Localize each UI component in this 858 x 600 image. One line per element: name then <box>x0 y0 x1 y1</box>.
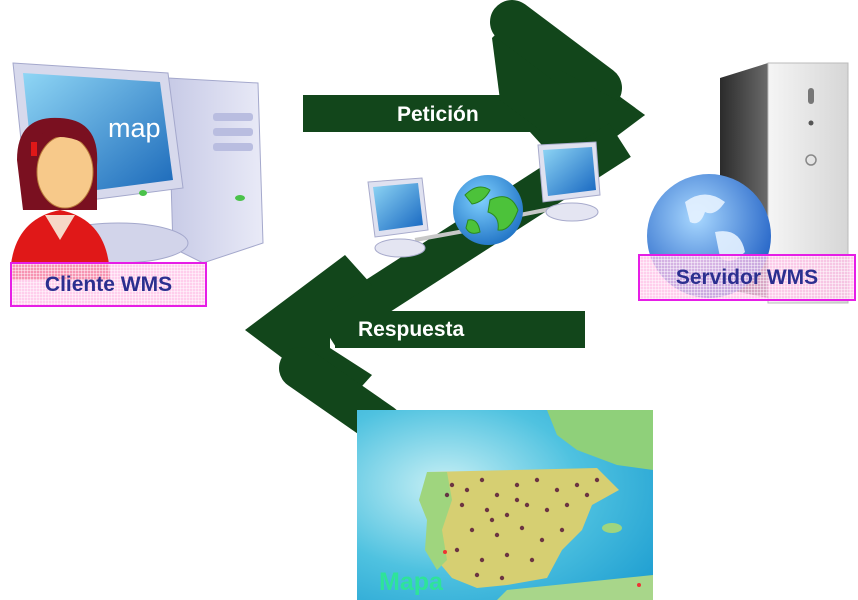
server-label: Servidor WMS <box>638 254 856 301</box>
network-illustration <box>360 140 610 260</box>
response-arrow-shaft <box>335 311 585 348</box>
map-image: Mapa <box>357 410 653 600</box>
client-screen-text: map <box>108 113 161 143</box>
pc-right-icon <box>537 141 601 222</box>
map-label: Mapa <box>379 568 443 596</box>
response-label: Respuesta <box>358 318 465 341</box>
request-arrow <box>303 0 645 165</box>
client-label: Cliente WMS <box>10 262 207 307</box>
pc-left-icon <box>367 177 429 258</box>
request-label: Petición <box>397 103 479 126</box>
response-arrow-head <box>245 255 372 405</box>
